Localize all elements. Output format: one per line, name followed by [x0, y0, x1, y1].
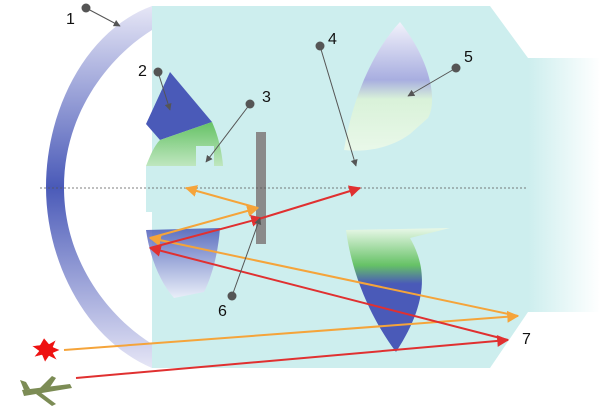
pointer-dots [81, 3, 461, 301]
pointer-3 [205, 103, 251, 163]
label-1: 1 [66, 11, 75, 28]
pointer-dot-2 [153, 67, 163, 77]
label-3: 3 [262, 89, 271, 106]
pointer-4 [319, 45, 358, 167]
pointer-1 [85, 7, 121, 27]
pointer-dot-4 [315, 41, 325, 51]
pointer-6 [231, 217, 262, 297]
label-5: 5 [464, 49, 473, 66]
pointer-dot-5 [451, 63, 461, 73]
label-6: 6 [218, 303, 227, 320]
left-lens-lower [146, 228, 220, 298]
pointer-dot-1 [81, 3, 91, 13]
orange-light-path [63, 185, 520, 351]
pointer-5 [407, 67, 457, 97]
pointer-dot-6 [227, 291, 237, 301]
label-2: 2 [138, 63, 147, 80]
housing-exit-window [528, 58, 600, 312]
pointers [85, 7, 457, 297]
label-4: 4 [328, 31, 337, 48]
housing-cavity [152, 6, 487, 13]
left-optical-block [146, 146, 224, 212]
label-7: 7 [522, 331, 531, 348]
primary-mirror [46, 6, 152, 368]
left-lens-upper [146, 72, 212, 140]
aircraft-icon [20, 376, 72, 406]
right-lens-top [344, 22, 433, 151]
red-light-path [75, 185, 510, 379]
pointer-dot-3 [245, 99, 255, 109]
pointer-2 [157, 71, 172, 111]
flash-burst-icon [31, 337, 61, 363]
